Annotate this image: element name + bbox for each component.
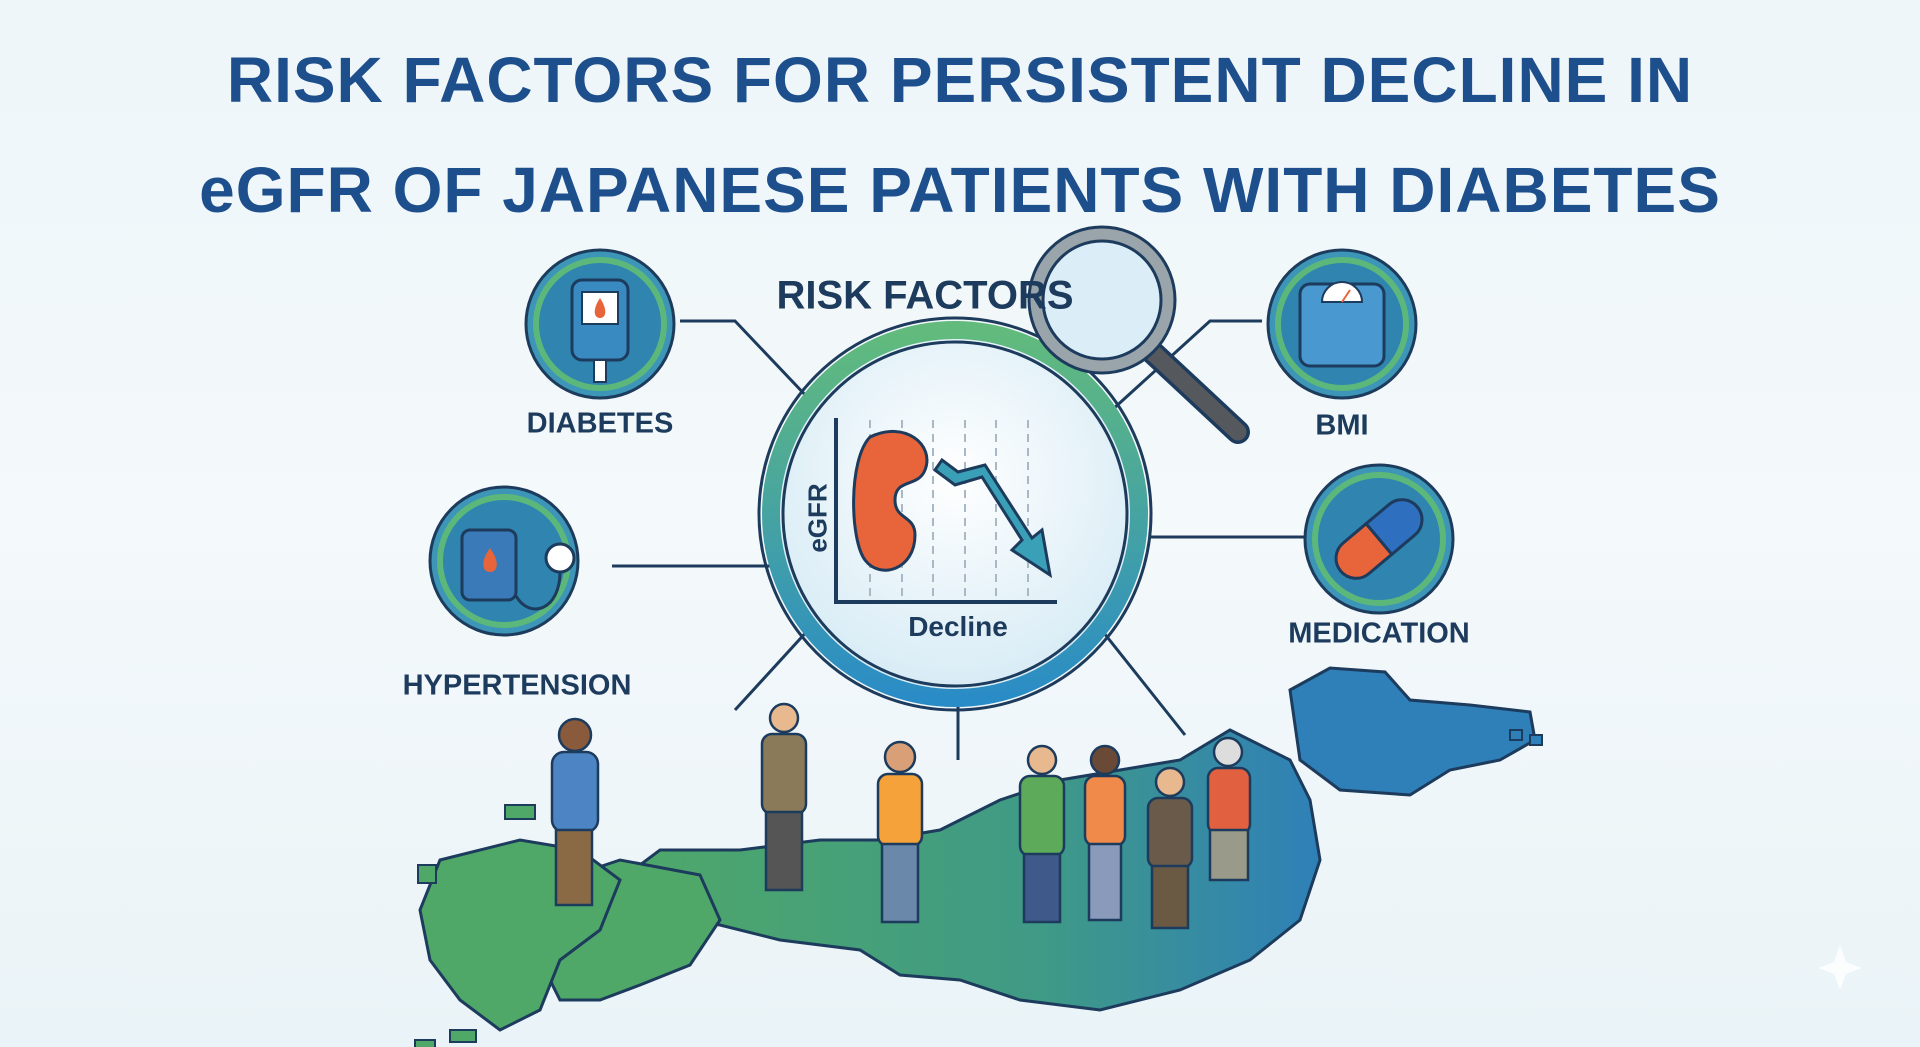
person-7 — [1206, 736, 1252, 882]
pill-capsule-icon — [1334, 498, 1424, 580]
diabetes-circle — [524, 248, 676, 400]
title-line-2: eGFR OF JAPANESE PATIENTS WITH DIABETES — [199, 154, 1721, 226]
y-axis-label: eGFR — [802, 483, 833, 553]
person-6 — [1146, 766, 1194, 930]
sparkle-icon — [1818, 945, 1862, 990]
person-4 — [1018, 744, 1066, 924]
magnifying-glass-icon — [1027, 225, 1250, 444]
x-axis-label: Decline — [908, 611, 1008, 642]
person-2 — [760, 702, 808, 892]
person-1 — [550, 717, 600, 907]
person-5 — [1083, 744, 1127, 922]
scale-icon — [1298, 281, 1386, 368]
hypertension-circle — [428, 485, 580, 637]
people-group — [550, 702, 1252, 930]
title-line-1: RISK FACTORS FOR PERSISTENT DECLINE IN — [226, 44, 1694, 116]
person-3 — [876, 740, 924, 924]
blood-pressure-cuff-icon — [460, 528, 576, 611]
kidney-icon — [852, 430, 929, 572]
central-ring — [762, 321, 1148, 707]
glucose-meter-icon — [570, 278, 630, 383]
bmi-circle — [1266, 248, 1418, 400]
factor-label-bmi: BMI — [1315, 409, 1369, 442]
egfr-chart — [834, 418, 1057, 604]
factor-label-diabetes: DIABETES — [526, 407, 674, 440]
medication-circle — [1303, 463, 1455, 615]
decline-arrow-icon — [932, 457, 1053, 579]
factor-label-hypertension: HYPERTENSION — [402, 669, 632, 702]
center-heading: RISK FACTORS — [776, 273, 1074, 318]
factor-label-medication: MEDICATION — [1288, 617, 1470, 650]
